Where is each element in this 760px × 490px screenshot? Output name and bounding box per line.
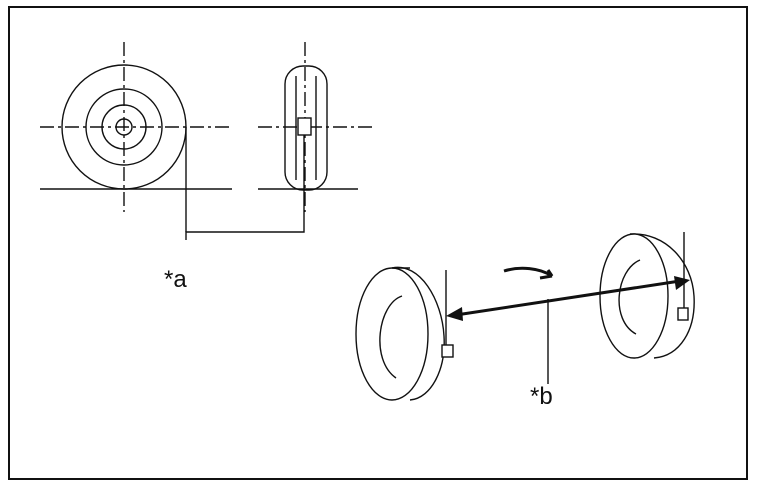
toe-measurement-arrow bbox=[446, 276, 690, 321]
gauge-marker-right bbox=[677, 307, 689, 321]
callout-b-label: *b bbox=[530, 383, 553, 410]
rim-left-arc bbox=[379, 295, 403, 379]
gauge-marker-left bbox=[441, 344, 454, 358]
tire-tread-outline bbox=[284, 65, 328, 191]
tire-left-back-edge bbox=[391, 266, 445, 401]
callout-a-leader bbox=[185, 135, 305, 240]
tire-right-face bbox=[599, 233, 669, 359]
wheel-side-view bbox=[258, 42, 372, 212]
wheel-perspective-right bbox=[599, 232, 695, 359]
measuring-gauge-marker bbox=[297, 117, 312, 136]
arrowhead-left bbox=[446, 307, 463, 321]
callout-a-label: *a bbox=[164, 266, 187, 293]
forward-direction-arrow bbox=[503, 266, 554, 280]
wheel-front-view bbox=[40, 42, 232, 232]
tire-left-face bbox=[355, 267, 429, 401]
arrowhead-right bbox=[674, 276, 690, 290]
axle-circle bbox=[115, 118, 133, 136]
hub-circle bbox=[101, 104, 147, 150]
measurement-line bbox=[455, 279, 681, 317]
rim-right-arc bbox=[618, 259, 641, 335]
wheel-perspective-left bbox=[355, 266, 454, 401]
tire-right-back-edge bbox=[629, 233, 695, 359]
rim-circle bbox=[85, 88, 163, 166]
